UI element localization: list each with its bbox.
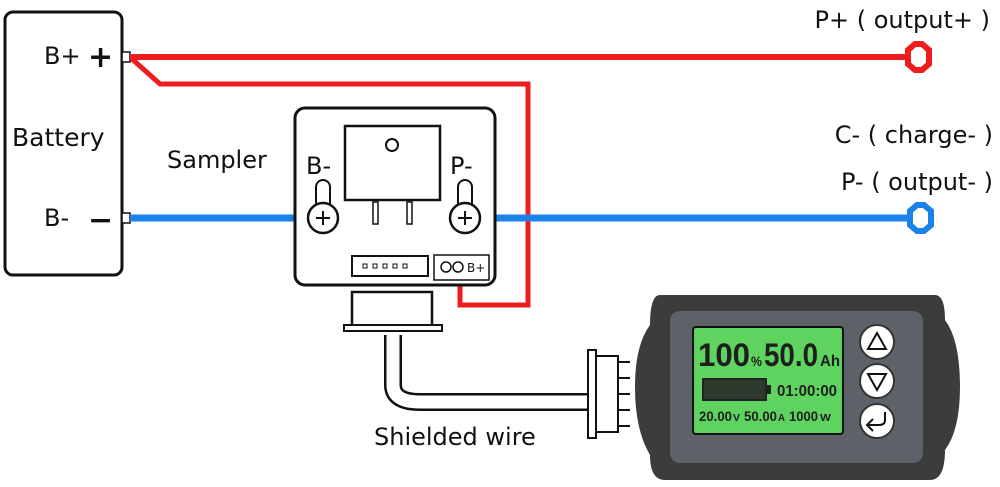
battery-neg-label: B- [44,204,69,232]
shielded-wire-label: Shielded wire [374,423,536,451]
battery: B+ + Battery B- − [3,10,131,277]
sampler-bplus-wire [130,57,531,308]
meter-plug [587,349,630,439]
minus-symbol: − [88,203,113,238]
lcd-current-unit: A [778,413,785,424]
battery-level-icon [702,378,767,401]
sampler: B- P- B+ [293,106,497,287]
down-button[interactable] [859,363,895,399]
p-plus-label: P+ ( output+ ) [815,6,990,34]
pos-post [121,51,131,63]
sampler-plug [343,290,443,332]
battery-pos-label: B+ [44,42,81,70]
lcd-current: 50.00 [744,408,777,424]
lcd-power-unit: W [820,413,832,424]
neg-post [121,212,131,224]
battery-title: Battery [12,123,105,152]
p-minus-terminal [907,202,934,234]
enter-icon [865,412,886,432]
sampler-p-minus-label: P- [450,152,473,180]
down-icon [866,373,888,393]
p-minus-label: P- ( output- ) [841,168,993,196]
lcd-capacity-unit: Ah [820,353,840,370]
p-plus-terminal [905,41,932,73]
sampler-b-minus-label: B- [306,152,331,180]
sampler-connector [351,255,429,277]
shunt-block [343,124,442,202]
lcd-percent: 100 [698,337,750,373]
sampler-title: Sampler [167,146,267,174]
shielded-cable [384,335,590,411]
sampler-b-plus-label: B+ [467,261,485,275]
lcd-screen [692,326,844,435]
c-minus-label: C- ( charge- ) [835,121,993,149]
up-button[interactable] [859,324,895,360]
lcd-voltage-unit: V [733,413,740,424]
lcd-percent-unit: % [751,353,762,369]
lcd-voltage: 20.00 [699,408,732,424]
plus-symbol: + [88,40,113,75]
lcd-time: 01:00:00 [777,383,837,400]
bplus-terminal-block [433,254,490,281]
up-icon [866,330,888,350]
enter-button[interactable] [859,403,895,439]
battery-monitor: 100 % 50.0 Ah 01:00:00 20.00 V 50.00 A 1… [635,295,960,480]
lcd-power: 1000 [789,408,818,424]
lcd-capacity: 50.0 [764,337,818,373]
